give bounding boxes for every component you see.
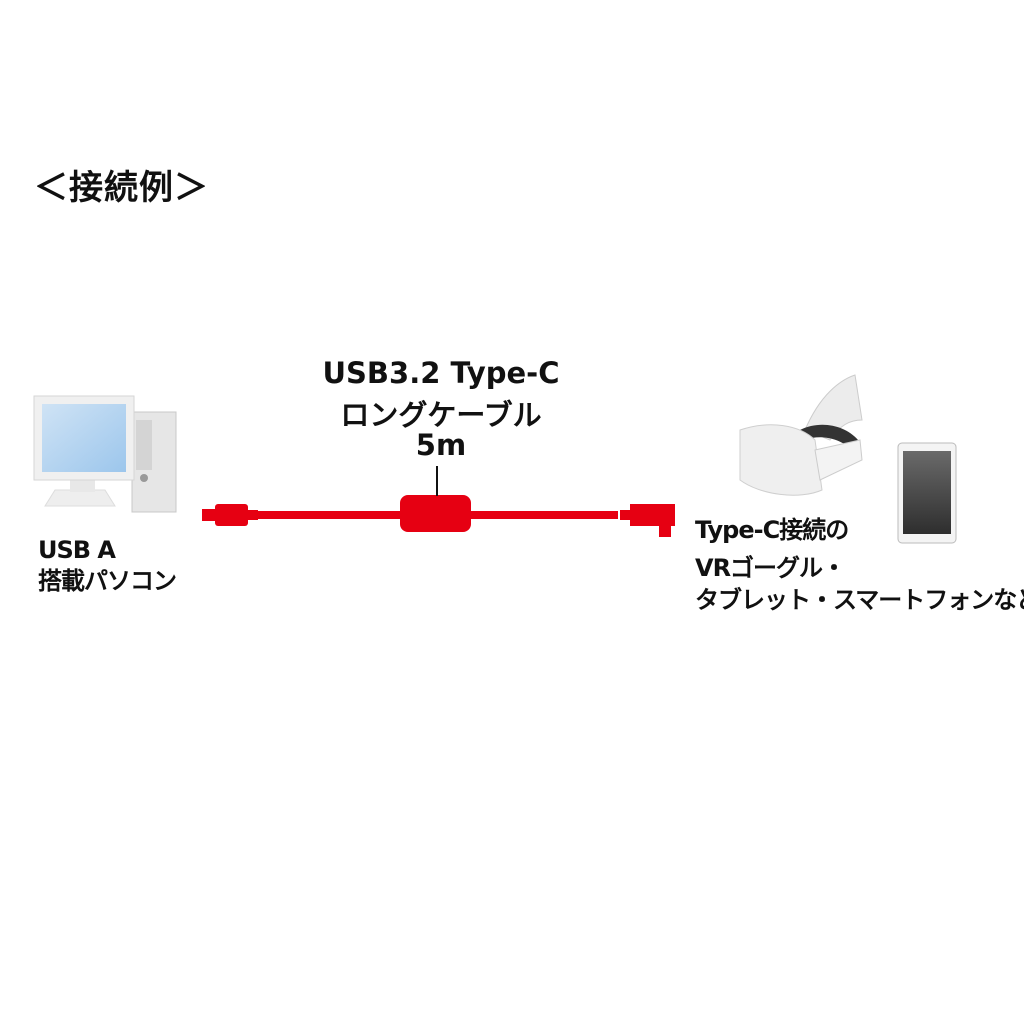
right-device-label-1: Type-C接続の <box>695 516 849 544</box>
cable-name-line2: ロングケーブル <box>340 398 542 432</box>
right-device-label-3: タブレット・スマートフォンなど <box>695 586 1024 614</box>
tablet-icon <box>897 442 957 544</box>
left-device-label-2: 搭載パソコン <box>38 567 177 595</box>
type-c-elbow-tip <box>659 524 671 537</box>
cable-booster-box <box>400 495 471 532</box>
type-c-plug <box>630 504 675 526</box>
cable-length: 5m <box>415 428 467 462</box>
usb-a-plug <box>215 504 248 526</box>
right-device-label-2: VRゴーグル・ <box>695 554 846 582</box>
left-device-label-1: USB A <box>38 536 116 564</box>
vr-headset-icon <box>739 374 863 496</box>
usb-a-plug-tip <box>202 509 215 521</box>
desktop-pc-icon <box>33 395 177 513</box>
usb-cable <box>202 495 675 537</box>
diagram-title: ＜接続例＞ <box>34 168 209 208</box>
cable-name-line1: USB3.2 Type-C <box>322 356 560 390</box>
